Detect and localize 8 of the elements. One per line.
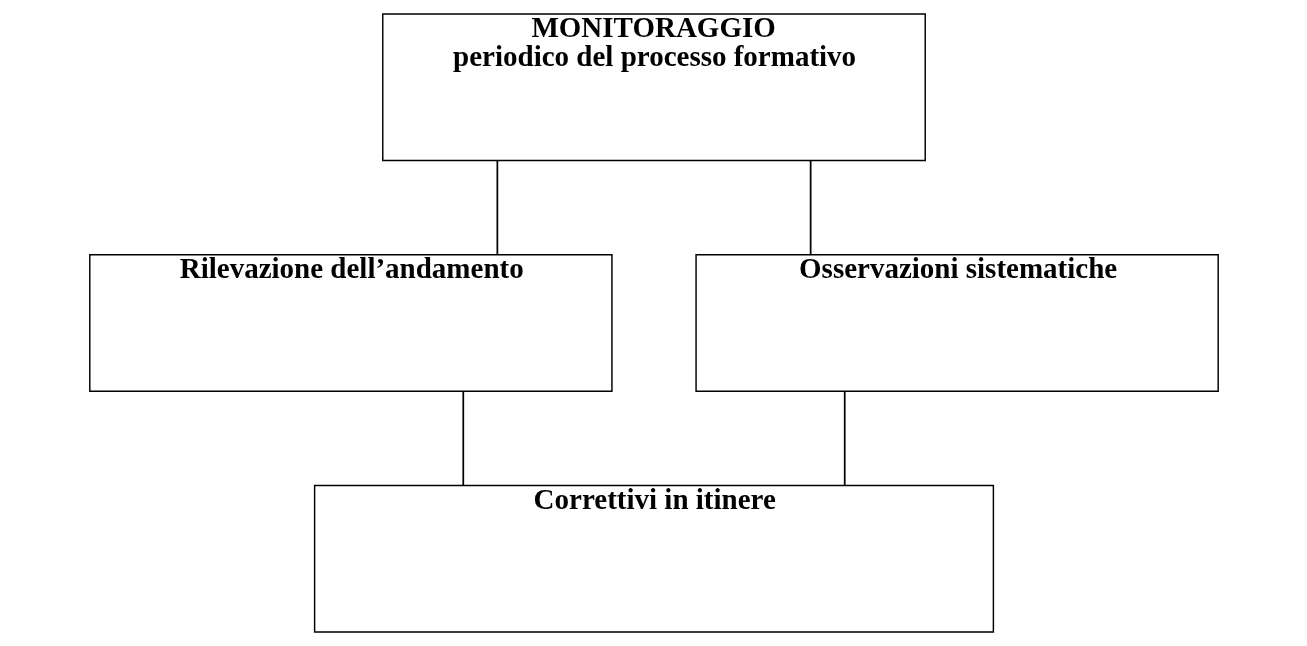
- node-box: Correttivi in itinere: [313, 484, 994, 633]
- connector: [809, 159, 811, 256]
- connector: [843, 390, 846, 487]
- node-box: Osservazioni sistematiche: [694, 254, 1219, 392]
- connector: [461, 390, 464, 487]
- node-box: Rilevazione dell’andamento: [88, 254, 613, 392]
- node-box: MONITORAGGIO periodico del processo formativo: [381, 13, 926, 162]
- connector: [496, 159, 498, 256]
